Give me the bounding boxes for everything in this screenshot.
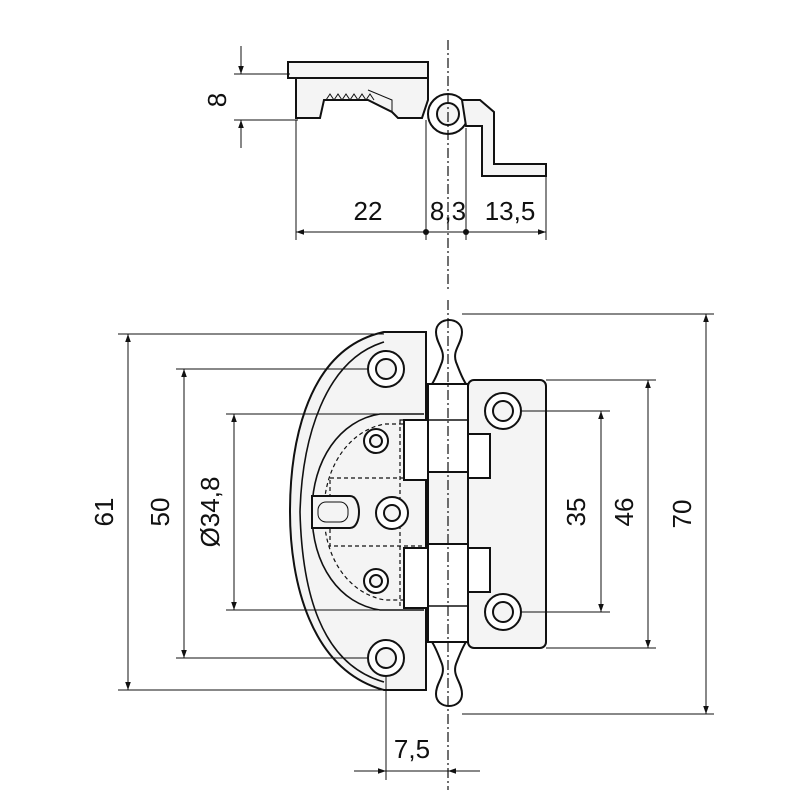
profile-leaf	[460, 99, 547, 177]
dim-dot-2	[463, 229, 469, 235]
arm-screw-top-inner	[369, 434, 383, 448]
plate-notch-bottom	[467, 547, 491, 593]
dim-50-label: 50	[145, 498, 175, 527]
dim-46-label: 46	[609, 498, 639, 527]
profile-lever	[367, 89, 393, 112]
arm-cam-slot	[317, 501, 349, 523]
dim-dot-1	[423, 229, 429, 235]
knuckle-block-top	[403, 419, 429, 481]
plate-screw-hole-bottom-inner	[492, 601, 514, 623]
dim-83-label: 8,3	[430, 196, 466, 226]
dim-22-label: 22	[354, 196, 383, 226]
spring-icon	[325, 93, 375, 101]
oval-screw-hole-top-inner	[375, 358, 397, 380]
adjust-screw-inner	[383, 504, 401, 522]
oval-screw-hole-bottom-inner	[375, 647, 397, 669]
finial-top	[430, 319, 468, 385]
dim-75-label: 7,5	[394, 734, 430, 764]
finial-bottom	[430, 641, 468, 707]
front-view: 61 50 Ø34,8 35 46 70	[89, 300, 714, 790]
arm-cam	[311, 495, 360, 529]
dim-35-label: 35	[561, 498, 591, 527]
dim-348-label: Ø34,8	[195, 477, 225, 548]
profile-base-plate	[287, 61, 429, 79]
knuckle-block-bottom	[403, 547, 429, 609]
profile-body	[295, 77, 429, 119]
side-profile-view: 8 22 8,3 13,5	[202, 40, 547, 290]
plate-notch-top	[467, 433, 491, 479]
arm-screw-bottom-inner	[369, 574, 383, 588]
dim-61-label: 61	[89, 498, 119, 527]
dim-70-label: 70	[667, 500, 697, 529]
oval-plate-inner-edge	[299, 341, 385, 683]
plate-screw-hole-top-inner	[492, 400, 514, 422]
dim-8-label: 8	[202, 93, 232, 107]
dim-135-label: 13,5	[485, 196, 536, 226]
